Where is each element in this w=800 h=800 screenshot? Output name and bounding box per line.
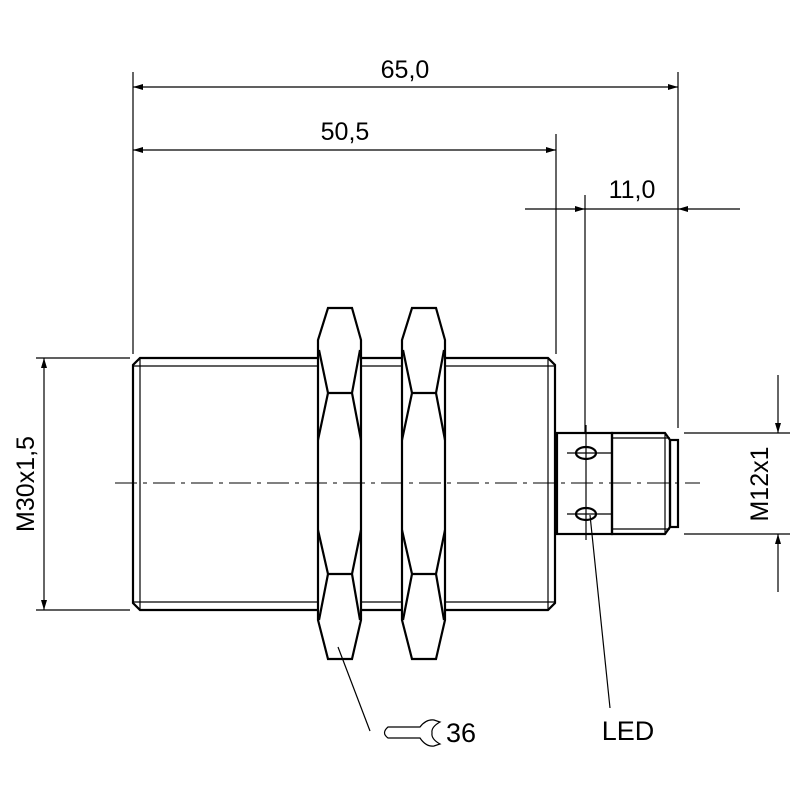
nut-1 — [316, 306, 363, 661]
connector-length-label: 11,0 — [609, 176, 656, 204]
nut-2 — [400, 306, 447, 661]
wrench-leader — [337, 646, 371, 732]
body-thread-label: M30x1,5 — [12, 436, 40, 532]
led-leader — [589, 514, 611, 709]
connector-thread-label: M12x1 — [746, 446, 774, 521]
wrench-icon — [383, 719, 442, 747]
led-label: LED — [602, 716, 655, 746]
dimension-lines — [41, 84, 781, 610]
extension-lines — [36, 72, 790, 611]
body-length-label: 50,5 — [321, 118, 370, 146]
overall-length-label: 65,0 — [381, 56, 430, 84]
wrench-size-label: 36 — [446, 718, 476, 748]
